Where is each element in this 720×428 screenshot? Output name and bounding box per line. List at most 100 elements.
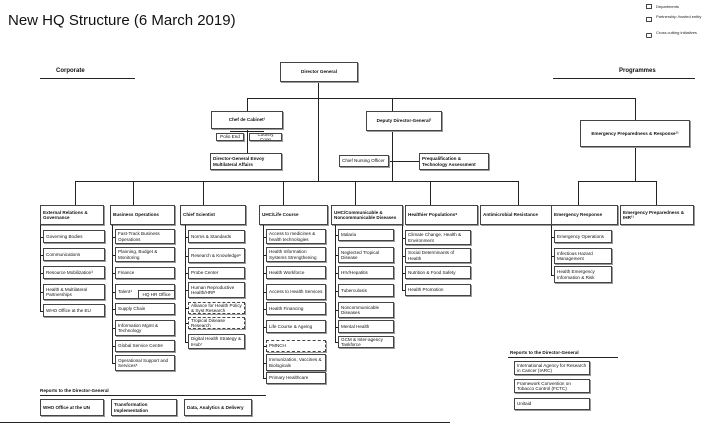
- box-chef-de-cabinet[interactable]: Chef de Cabinet¹: [211, 111, 283, 129]
- department-box[interactable]: Finance: [115, 267, 175, 279]
- box-country-coop[interactable]: Country Coop: [249, 133, 282, 141]
- item-tick: [112, 328, 115, 329]
- column-header-4[interactable]: UHC/Life Course: [259, 205, 328, 225]
- connector-emergency-top: [635, 98, 636, 120]
- box-data-analytics[interactable]: Data, Analytics & Delivery: [184, 399, 252, 416]
- department-box[interactable]: PMNCH: [266, 340, 326, 352]
- connector-col-3: [203, 181, 204, 205]
- item-tick: [185, 341, 188, 343]
- department-box[interactable]: Health Information Systems Strengthening: [266, 247, 326, 262]
- department-box[interactable]: Social Determinants of Health: [405, 248, 471, 263]
- column-connector-5: [335, 225, 336, 342]
- department-box[interactable]: Malaria: [338, 229, 394, 241]
- department-box[interactable]: Operational Support and Services⁵: [115, 355, 175, 371]
- department-box[interactable]: Health Workforce: [266, 266, 326, 279]
- department-box[interactable]: Immunization, Vaccines & Biologicals: [266, 354, 326, 371]
- box-transformation[interactable]: Transformation Implementation: [111, 399, 177, 416]
- connector-col-5: [355, 181, 356, 205]
- department-box[interactable]: Governing Bodies: [43, 230, 105, 243]
- item-tick: [112, 363, 115, 364]
- item-tick: [112, 273, 115, 274]
- connector-col-9: [656, 181, 657, 205]
- item-tick: [40, 292, 43, 293]
- item-tick: [40, 236, 43, 238]
- connector-emergency-bar: [578, 181, 656, 182]
- department-box[interactable]: Communications: [43, 248, 105, 261]
- item-tick: [551, 256, 554, 257]
- department-box[interactable]: Alliance for Health Policy & Syst Resear…: [188, 302, 245, 314]
- column-header-2[interactable]: Business Operations: [110, 205, 175, 225]
- department-box[interactable]: Health Financing: [266, 302, 326, 315]
- item-tick: [263, 292, 266, 293]
- box-director-general[interactable]: Director General: [280, 62, 358, 82]
- column-header-5[interactable]: UHC/Communicable & Noncommunicable Disea…: [331, 205, 403, 225]
- item-tick: [263, 272, 266, 274]
- department-box[interactable]: Tropical Disease Research: [188, 317, 245, 329]
- department-box[interactable]: Access to medicines & health technologie…: [266, 229, 326, 244]
- column-header-3[interactable]: Chief Scientist: [180, 205, 246, 225]
- department-box[interactable]: Life Course & Ageing: [266, 320, 326, 333]
- connector-deputy-down: [392, 130, 393, 182]
- department-box[interactable]: Global Service Centre: [115, 340, 175, 352]
- item-tick: [335, 326, 338, 328]
- department-box[interactable]: Information Mgmt & Technology: [115, 320, 175, 336]
- box-dg-envoy[interactable]: Director-General Envoy Multilateral Affa…: [210, 153, 282, 170]
- department-box[interactable]: HIV/Hepatitis: [338, 266, 394, 279]
- department-box[interactable]: Mental Health: [338, 320, 394, 333]
- box-hq-hr-office[interactable]: HQ HR Office: [138, 290, 175, 299]
- box-chief-nursing[interactable]: Chief Nursing Officer: [339, 155, 389, 167]
- column-connector-2: [112, 225, 113, 363]
- department-box[interactable]: Digital Health Strategy & IHub⁷: [188, 334, 245, 349]
- department-box[interactable]: Infectious Hazard Management: [554, 248, 612, 264]
- department-box[interactable]: Resource Mobilization³: [43, 266, 105, 279]
- item-tick: [185, 236, 188, 238]
- box-iarc[interactable]: International Agency for Research in Can…: [514, 361, 590, 375]
- department-box[interactable]: Climate Change, Health & Environment: [405, 230, 471, 245]
- department-box[interactable]: Access to Health Services: [266, 284, 326, 300]
- reports-right-title: Reports to the Director-General: [510, 350, 579, 355]
- department-box[interactable]: Health Emergency Information & Risk: [554, 266, 612, 283]
- item-tick: [335, 310, 338, 311]
- column-connector-1: [40, 225, 41, 311]
- box-polio-end[interactable]: Polio End: [216, 133, 244, 141]
- department-box[interactable]: Emergency Operations: [554, 230, 612, 243]
- connector-col-6: [430, 181, 431, 205]
- department-box[interactable]: Probe Center: [188, 267, 245, 279]
- department-box[interactable]: Human Reproductive Health/HRP: [188, 282, 245, 298]
- box-emergency-top[interactable]: Emergency Preparedness & Response¹¹: [580, 120, 690, 147]
- programmes-header: Programmes: [619, 68, 656, 74]
- department-box[interactable]: GCM & Inter-agency Taskforce: [338, 336, 394, 348]
- box-who-office-un[interactable]: WHO Office at the UN: [40, 399, 104, 416]
- department-box[interactable]: Tuberculosis: [338, 284, 394, 297]
- department-box[interactable]: Neglected Tropical Disease: [338, 247, 394, 263]
- column-connector-4: [263, 225, 264, 378]
- department-box[interactable]: Fast-Track Business Operations: [115, 229, 175, 244]
- department-box[interactable]: Nutrition & Food Safety: [405, 266, 471, 279]
- legend-swatch-partnership: [646, 17, 652, 22]
- department-box[interactable]: Health & Multilateral Partnerships: [43, 284, 105, 300]
- connector-emergency-down: [635, 147, 636, 181]
- box-deputy-dg[interactable]: Deputy Director-General²: [366, 111, 442, 131]
- department-box[interactable]: Health Promotion: [405, 284, 471, 296]
- connector-col-4: [283, 181, 284, 205]
- department-box[interactable]: Research & Knowledge⁶: [188, 248, 245, 263]
- column-header-7[interactable]: Antimicrobial Resistance: [480, 205, 556, 225]
- box-fctc[interactable]: Framework Convention on Tobacco Control …: [514, 379, 590, 393]
- item-tick: [402, 272, 405, 274]
- connector-cabinet-down: [247, 128, 248, 153]
- department-box[interactable]: Primary Healthcare: [266, 372, 326, 384]
- box-unitaid[interactable]: Unitaid: [514, 398, 590, 410]
- column-header-6[interactable]: Healthier Populations⁸: [405, 205, 478, 225]
- box-prequalification[interactable]: Prequalification & Technology Assessment: [419, 153, 489, 170]
- department-box[interactable]: Supply Chain: [115, 303, 175, 315]
- legend-label-cross-cutting: Cross cutting initiatives: [656, 30, 697, 35]
- column-header-8[interactable]: Emergency Response: [551, 205, 618, 225]
- column-header-1[interactable]: External Relations & Governance: [40, 205, 104, 225]
- department-box[interactable]: Planning, Budget & Monitoring: [115, 247, 175, 262]
- programmes-rule: [553, 78, 695, 79]
- department-box[interactable]: Noncommunicable Diseases: [338, 302, 394, 318]
- department-box[interactable]: Norms & Standards: [188, 230, 245, 243]
- item-tick: [185, 273, 188, 274]
- column-header-9[interactable]: Emergency Preparedness & IHR¹¹: [620, 205, 694, 225]
- department-box[interactable]: WHO Office at the EU: [43, 304, 105, 317]
